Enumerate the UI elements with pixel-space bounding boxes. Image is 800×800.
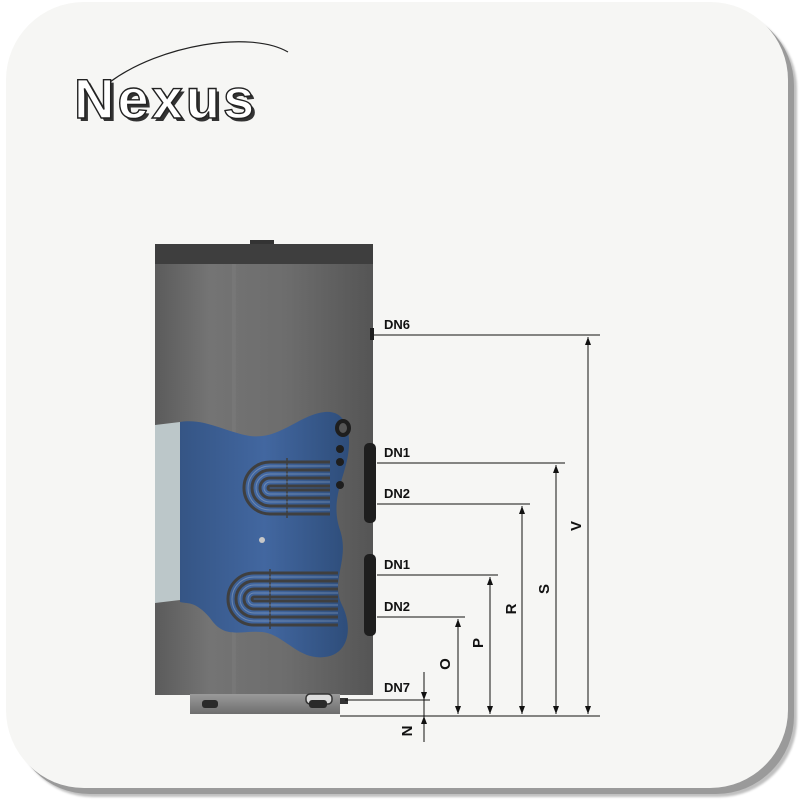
label-dn2-lower: DN2	[384, 599, 410, 614]
logo-shadow: Nexus	[77, 70, 260, 133]
label-dn1-upper: DN1	[384, 445, 410, 460]
dimension-label-s: S	[536, 584, 553, 594]
dimension-p	[487, 577, 493, 714]
dimension-label-n: N	[399, 726, 416, 737]
label-dn2-upper: DN2	[384, 486, 410, 501]
label-dn6: DN6	[384, 317, 410, 332]
pipe-fittings	[335, 328, 376, 636]
sensor-dot	[259, 537, 265, 543]
lower-heat-exchanger-coil	[226, 569, 338, 629]
tank-base	[190, 693, 348, 714]
logo-swoosh	[109, 41, 289, 83]
tank-top-band	[155, 244, 373, 264]
dimension-label-p: P	[470, 638, 487, 648]
label-dn7: DN7	[384, 680, 410, 695]
dimension-r	[519, 506, 525, 714]
upper-coil-port	[364, 443, 376, 523]
card-background	[6, 2, 788, 788]
logo-text: Nexus	[74, 67, 257, 130]
nexus-logo: Nexus Nexus	[73, 41, 289, 133]
lower-coil-port	[364, 554, 376, 636]
dimension-arrows	[421, 337, 591, 742]
dimension-label-v: V	[568, 521, 585, 531]
dimension-label-r: R	[503, 603, 520, 614]
dimension-label-o: O	[437, 658, 454, 670]
dimension-n	[421, 672, 427, 742]
dimension-o	[455, 619, 461, 714]
upper-heat-exchanger-coil	[242, 458, 330, 518]
dimension-s	[553, 465, 559, 714]
tank-top-fitting	[250, 240, 274, 246]
leader-lines	[340, 334, 600, 717]
dimension-v	[585, 337, 591, 714]
tank	[155, 240, 376, 714]
label-dn1-lower: DN1	[384, 557, 410, 572]
insulation-layer	[155, 422, 180, 603]
